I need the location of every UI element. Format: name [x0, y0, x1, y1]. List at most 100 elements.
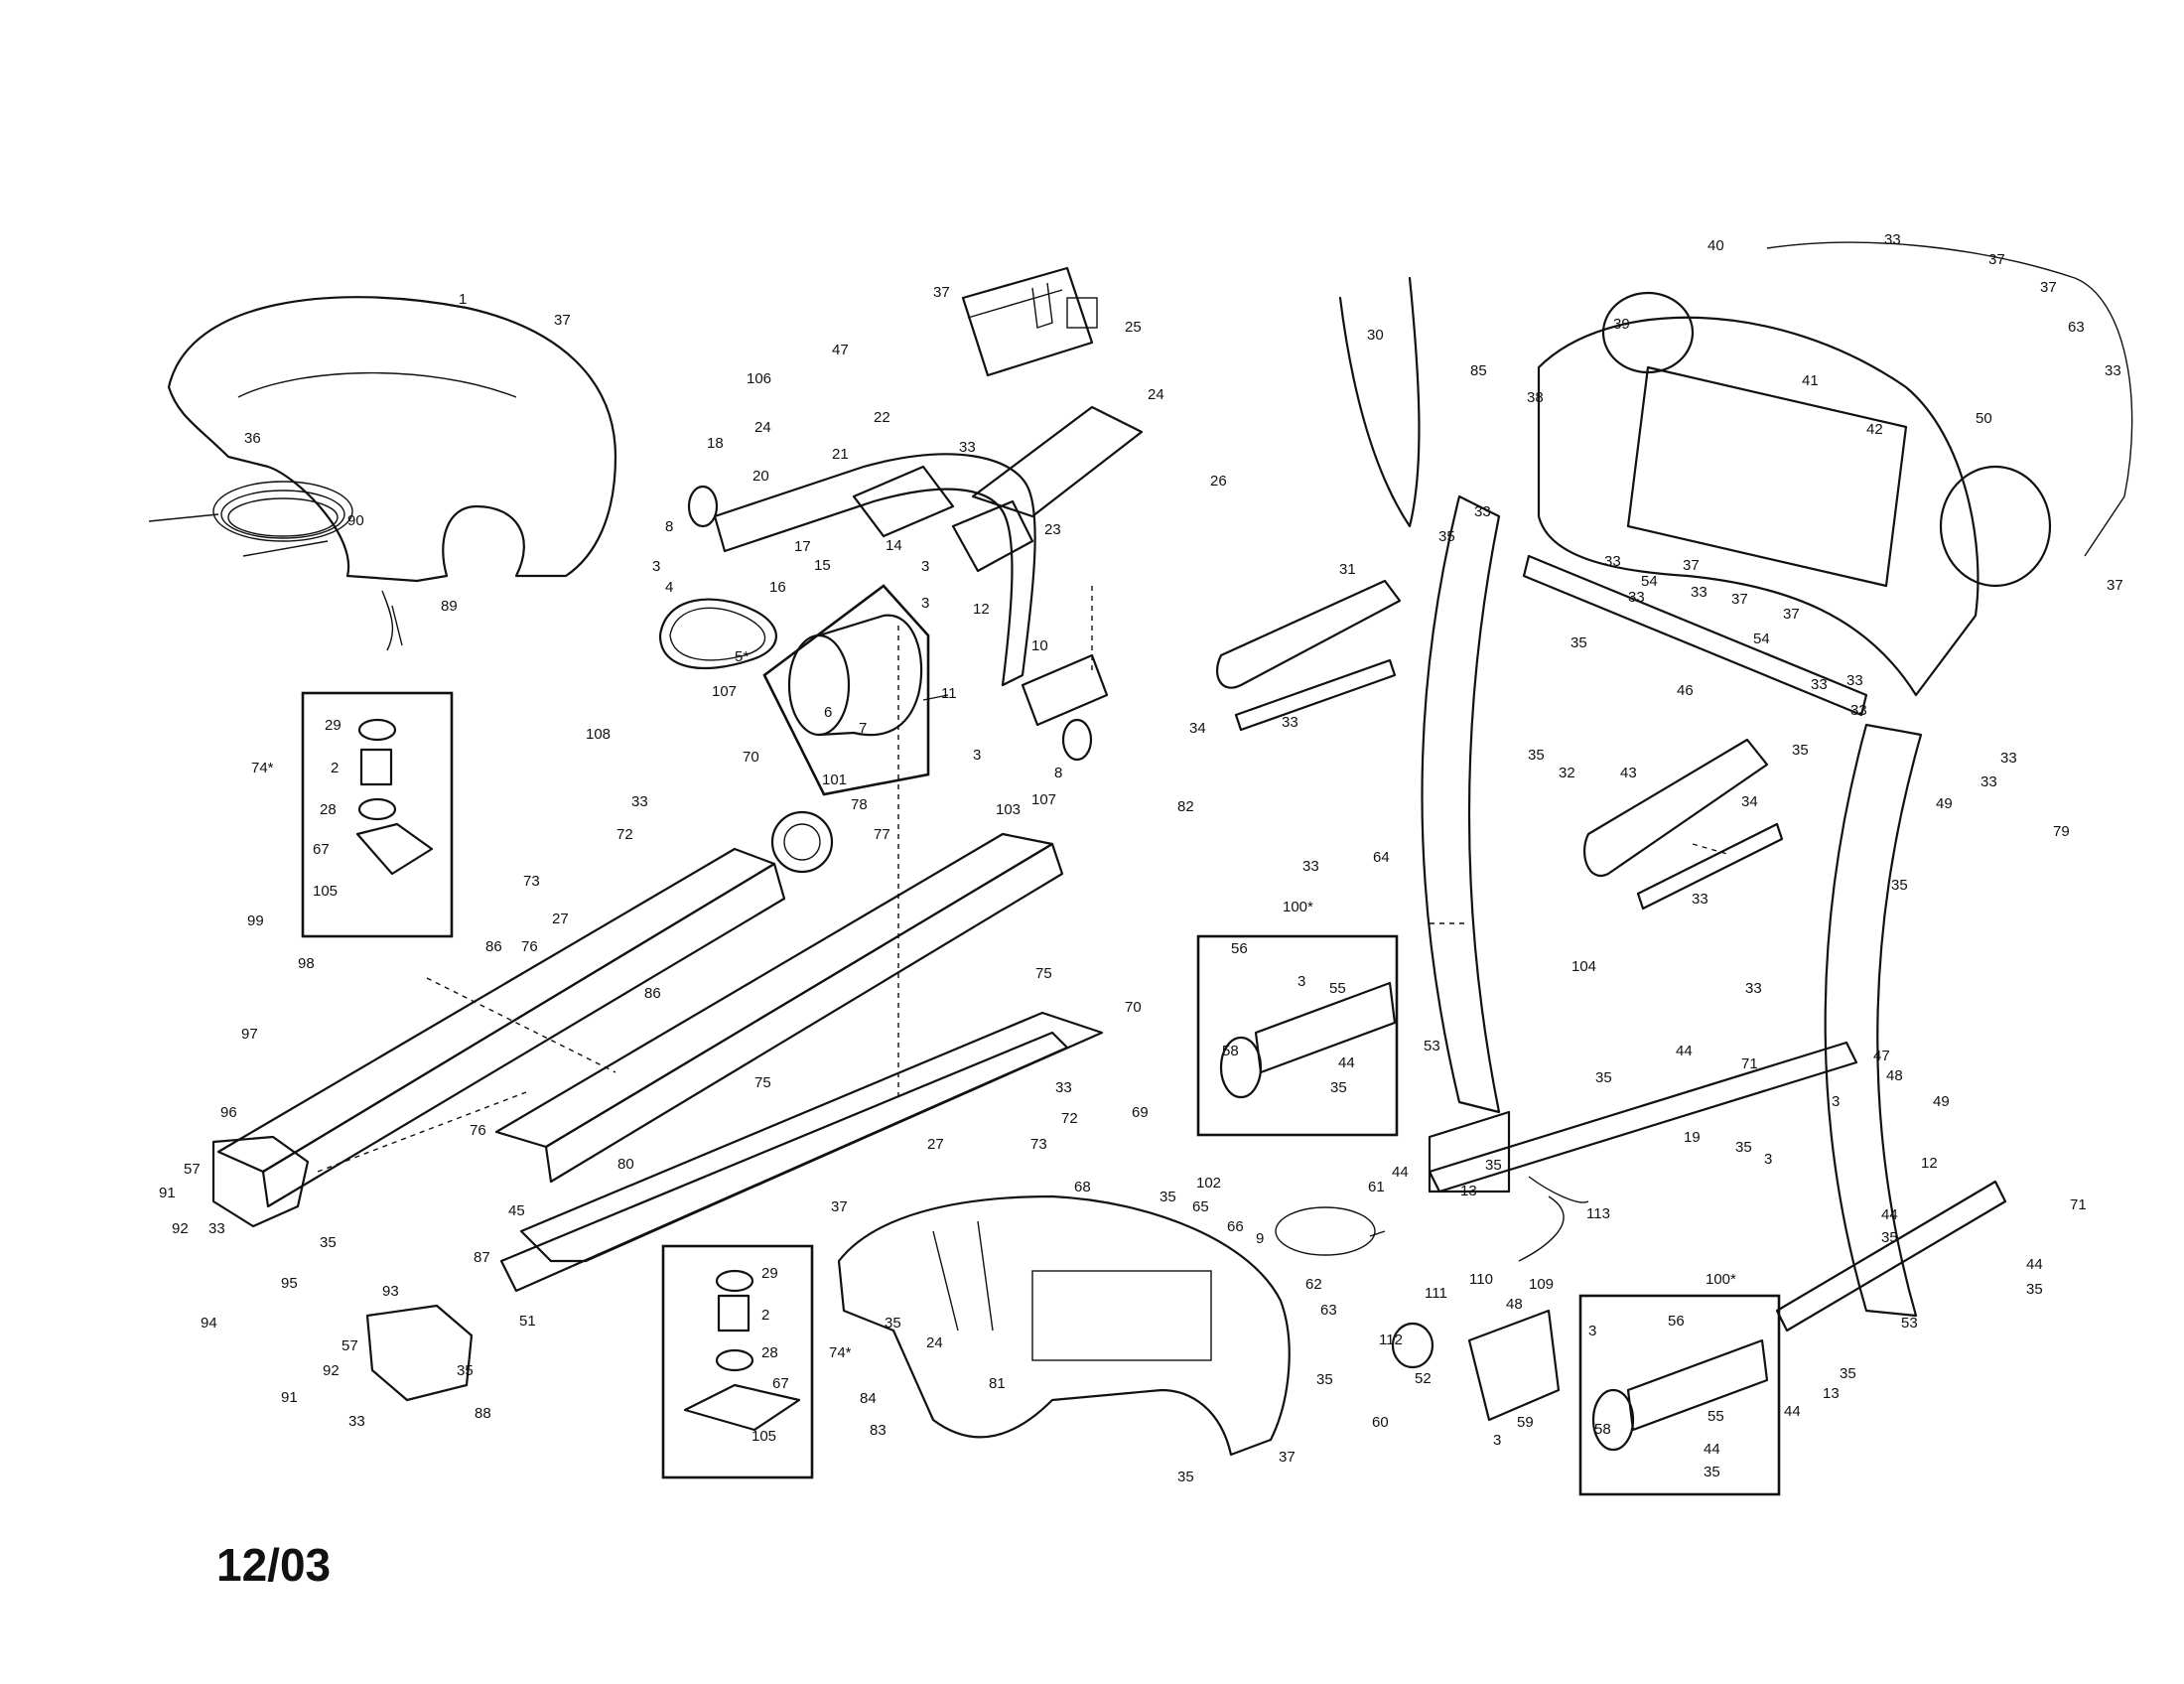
- callout-92-a: 92: [172, 1220, 189, 1237]
- callout-63: 63: [1320, 1302, 1337, 1319]
- callout-3-a: 3: [652, 558, 660, 575]
- callout-109: 109: [1529, 1276, 1554, 1293]
- callout-47-b: 47: [1873, 1048, 1890, 1064]
- callout-44-a: 44: [1338, 1054, 1355, 1071]
- callout-35-j: 35: [1485, 1157, 1502, 1174]
- callout-35-i: 35: [1595, 1069, 1612, 1086]
- callout-19: 19: [1684, 1129, 1701, 1146]
- callout-33-i: 33: [1745, 980, 1762, 997]
- drive-belt-shape: [658, 598, 777, 670]
- callout-102: 102: [1196, 1175, 1221, 1192]
- callout-66: 66: [1227, 1218, 1244, 1235]
- callout-67-lower: 67: [772, 1375, 789, 1392]
- callout-29-upper: 29: [325, 717, 341, 734]
- callout-37: 37: [554, 312, 571, 329]
- leveling-foot-box-upper: [301, 691, 454, 938]
- callout-103: 103: [996, 801, 1021, 818]
- callout-71-a: 71: [1741, 1055, 1758, 1072]
- wheel-assembly-box-left: [1196, 934, 1399, 1137]
- callout-45: 45: [508, 1202, 525, 1219]
- motor-hood-base-shape: [837, 1194, 1291, 1457]
- callout-18: 18: [707, 435, 724, 452]
- callout-3-e: 3: [1297, 973, 1305, 990]
- callout-72-b: 72: [1061, 1110, 1078, 1127]
- callout-52: 52: [1415, 1370, 1432, 1387]
- callout-59: 59: [1517, 1414, 1534, 1431]
- callout-94: 94: [201, 1315, 217, 1332]
- callout-41: 41: [1802, 372, 1819, 389]
- callout-85: 85: [1470, 362, 1487, 379]
- callout-33-m: 33: [1604, 553, 1621, 570]
- callout-10: 10: [1031, 637, 1048, 654]
- callout-44-f: 44: [1784, 1403, 1801, 1420]
- date-code: 12/03: [216, 1539, 331, 1591]
- callout-62: 62: [1305, 1276, 1322, 1293]
- callout-12-b: 12: [1921, 1155, 1938, 1172]
- callout-30: 30: [1367, 327, 1384, 344]
- callout-21: 21: [832, 446, 849, 463]
- callout-35-s: 35: [1704, 1464, 1720, 1480]
- callout-46: 46: [1677, 682, 1694, 699]
- callout-13-b: 13: [1823, 1385, 1840, 1402]
- callout-5: 5*: [735, 648, 749, 665]
- callout-38: 38: [1527, 389, 1544, 406]
- callout-111: 111: [1425, 1285, 1447, 1302]
- callout-73-a: 73: [523, 873, 540, 890]
- callout-23: 23: [1044, 521, 1061, 538]
- callout-8-a: 8: [665, 518, 673, 535]
- callout-61: 61: [1368, 1179, 1385, 1195]
- callout-28-upper: 28: [320, 801, 337, 818]
- callout-104: 104: [1571, 958, 1596, 975]
- callout-32: 32: [1559, 765, 1575, 781]
- callout-13-a: 13: [1460, 1183, 1477, 1199]
- callout-24-a: 24: [754, 419, 771, 436]
- callout-42: 42: [1866, 421, 1883, 438]
- callout-86-b: 86: [644, 985, 661, 1002]
- callout-3-i: 3: [1588, 1323, 1596, 1339]
- callout-50: 50: [1976, 410, 1992, 427]
- right-handrail-shape: [1583, 738, 1769, 878]
- callout-33-l: 33: [1474, 503, 1491, 520]
- callout-37-h: 37: [1731, 591, 1748, 608]
- callout-3-c: 3: [921, 595, 929, 612]
- callout-37-f: 37: [2040, 279, 2057, 296]
- callout-27-b: 27: [927, 1136, 944, 1153]
- callout-35-p: 35: [1881, 1229, 1898, 1246]
- callout-2-lower: 2: [761, 1307, 769, 1324]
- callout-48-b: 48: [1886, 1067, 1903, 1084]
- wheel-assembly-box-right: [1578, 1294, 1781, 1496]
- callout-55-b: 55: [1707, 1408, 1724, 1425]
- callout-47-top: 47: [832, 342, 849, 358]
- callout-33-k: 33: [2105, 362, 2121, 379]
- callout-35-g: 35: [1330, 1079, 1347, 1096]
- callout-69: 69: [1132, 1104, 1149, 1121]
- callout-26: 26: [1210, 473, 1227, 490]
- callout-76-b: 76: [470, 1122, 486, 1139]
- callout-25: 25: [1125, 319, 1142, 336]
- callout-29-lower: 29: [761, 1265, 778, 1282]
- callout-35-l: 35: [1438, 528, 1455, 545]
- callout-8-b: 8: [1054, 765, 1062, 781]
- callout-33-h: 33: [1692, 891, 1708, 908]
- callout-35-n: 35: [1792, 742, 1809, 759]
- callout-1: 1: [459, 291, 467, 308]
- callout-33-j: 33: [1884, 231, 1901, 248]
- callout-22: 22: [874, 409, 890, 426]
- callout-36: 36: [244, 430, 261, 447]
- upright-left-shape: [1421, 494, 1501, 1114]
- callout-35-f: 35: [1316, 1371, 1333, 1388]
- motor-hood-shape: [167, 296, 617, 583]
- callout-68: 68: [1074, 1179, 1091, 1195]
- callout-34-b: 34: [1741, 793, 1758, 810]
- callout-93: 93: [382, 1283, 399, 1300]
- callout-33-r: 33: [1850, 702, 1867, 719]
- callout-44-b: 44: [1676, 1043, 1693, 1059]
- callout-37-c: 37: [831, 1198, 848, 1215]
- callout-37-g: 37: [1683, 557, 1700, 574]
- callout-55-a: 55: [1329, 980, 1346, 997]
- callout-33-c: 33: [1055, 1079, 1072, 1096]
- callout-33-e: 33: [348, 1413, 365, 1430]
- callout-105-upper: 105: [313, 883, 338, 900]
- callout-labels: 1 37 36 90 89 74* 29 2 28 67 105 47 106 …: [159, 231, 2123, 1485]
- callout-17: 17: [794, 538, 811, 555]
